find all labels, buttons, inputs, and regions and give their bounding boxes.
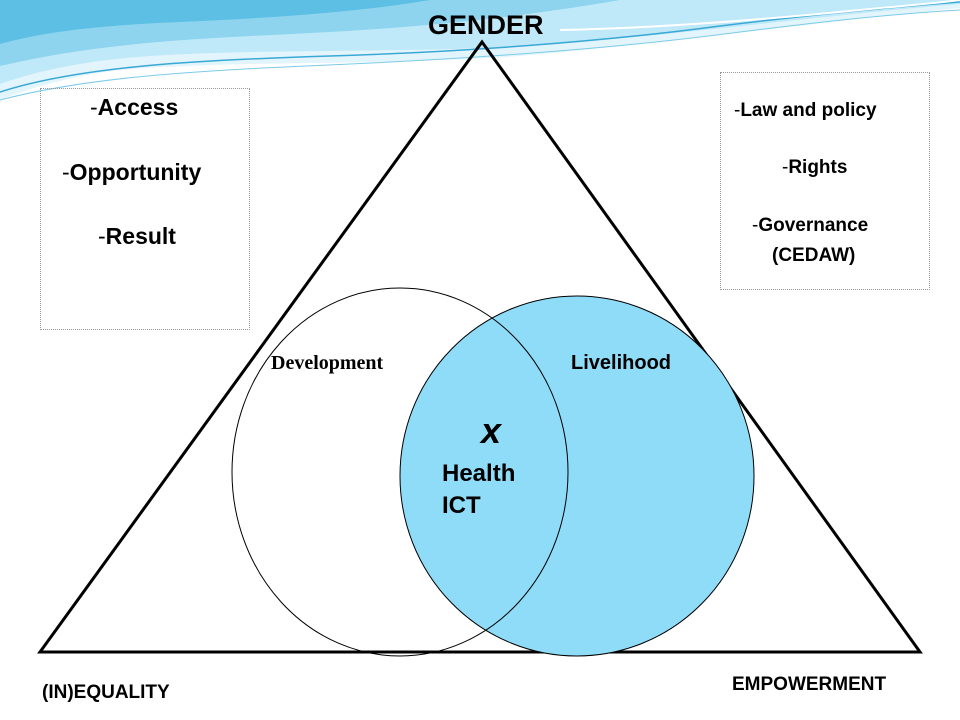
list-item-cedaw: (CEDAW) bbox=[772, 245, 856, 266]
intersection-item-health: Health bbox=[442, 460, 516, 487]
empowerment-label: EMPOWERMENT bbox=[732, 674, 887, 695]
list-item-rights: Rights bbox=[782, 157, 847, 179]
list-item-governance: Governance bbox=[752, 215, 868, 237]
list-item-law-policy: Law and policy bbox=[734, 100, 876, 122]
livelihood-circle bbox=[399, 295, 755, 657]
intersection-item-ict: ICT bbox=[442, 492, 481, 519]
list-item-opportunity: Opportunity bbox=[62, 159, 202, 186]
development-circle bbox=[231, 287, 569, 657]
intersection-mark: x bbox=[481, 410, 502, 451]
left-list-box bbox=[40, 88, 250, 330]
inequality-label: (IN)EQUALITY bbox=[42, 682, 170, 703]
livelihood-label: Livelihood bbox=[571, 352, 671, 374]
development-label: Development bbox=[271, 352, 384, 374]
right-list-box bbox=[720, 72, 930, 290]
list-item-result: Result bbox=[98, 223, 176, 250]
header-waves bbox=[0, 0, 960, 101]
diagram-title: GENDER bbox=[428, 10, 544, 40]
list-item-access: Access bbox=[90, 94, 179, 121]
